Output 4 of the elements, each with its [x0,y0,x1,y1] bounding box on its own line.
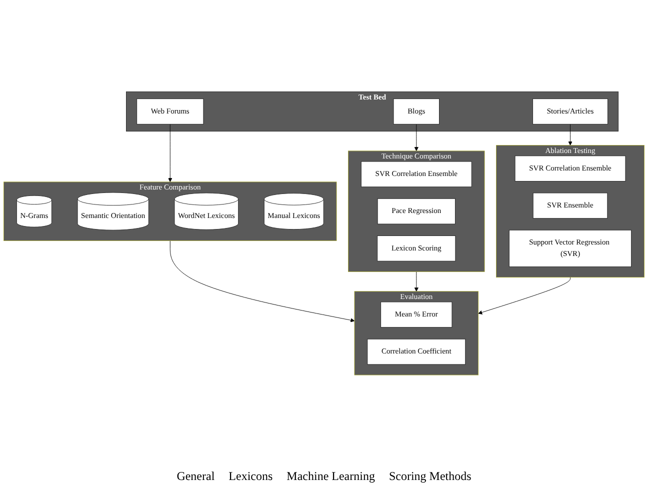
section-label: General [176,469,215,484]
section-label: Lexicons [228,469,273,484]
section-label: Machine Learning [286,469,375,484]
section-label: Scoring Methods [388,469,472,484]
